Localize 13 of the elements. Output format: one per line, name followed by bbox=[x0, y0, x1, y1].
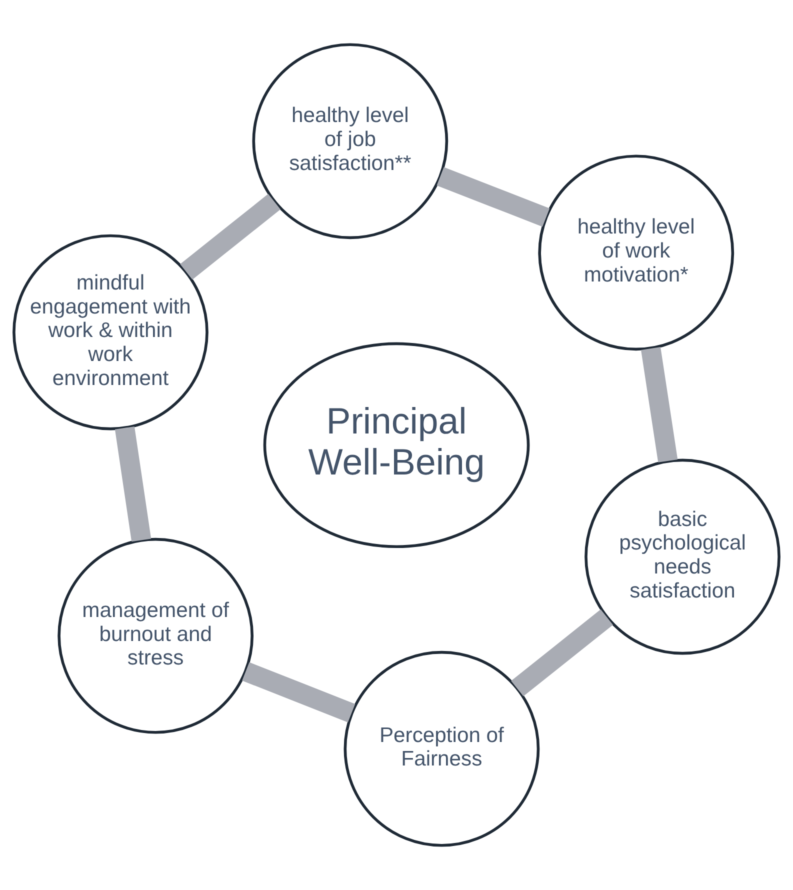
connector bbox=[180, 194, 280, 280]
node-circle: Perception of Fairness bbox=[344, 650, 540, 847]
node-circle: healthy level of work motivation* bbox=[538, 154, 734, 351]
connector bbox=[640, 347, 678, 462]
node-circle: mindful engagement with work & within work environment bbox=[12, 234, 208, 430]
node-circle: healthy level of job satisfaction** bbox=[252, 43, 448, 240]
connector bbox=[436, 167, 550, 227]
node-circle: management of burnout and stress bbox=[58, 538, 254, 734]
connector bbox=[114, 426, 152, 542]
node-circle: basic psychological needs satisfaction bbox=[584, 458, 780, 655]
connector bbox=[511, 609, 613, 696]
node-ellipse: Principal Well-Being bbox=[263, 342, 530, 548]
connector bbox=[242, 662, 356, 722]
